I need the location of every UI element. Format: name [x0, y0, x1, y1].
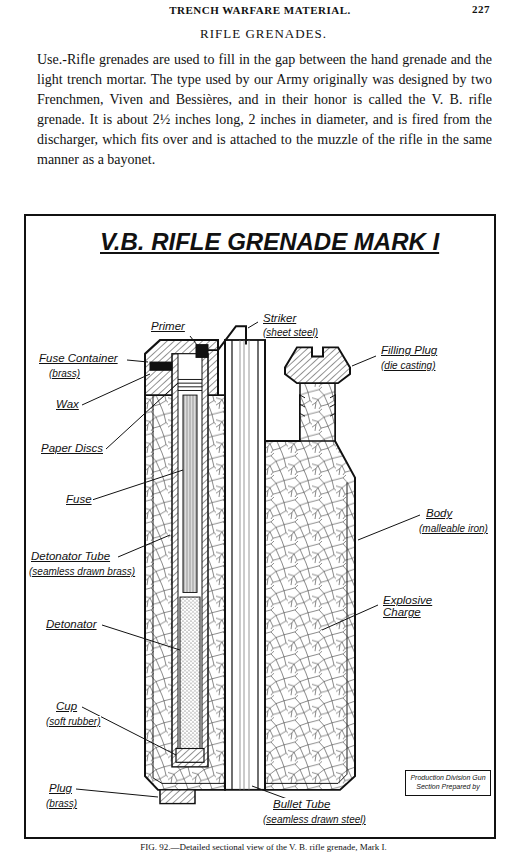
grenade-section — [145, 326, 355, 803]
figure-caption: FIG. 92.—Detailed sectional view of the … — [30, 842, 497, 852]
body-paragraph: Use.-Rifle grenades are used to fill in … — [37, 50, 492, 170]
part-name: Wax — [55, 398, 80, 410]
material-note: (die casting) — [380, 360, 436, 371]
leader-lines — [76, 322, 420, 800]
part-name: Primer — [150, 320, 186, 332]
part-name: Detonator — [45, 618, 98, 630]
part-name: Bullet Tube — [272, 798, 331, 810]
material-note: (sheet steel) — [262, 327, 319, 338]
material-note: (soft rubber) — [45, 716, 101, 727]
running-head: TRENCH WARFARE MATERIAL. — [60, 4, 460, 16]
part-name: Fuse — [65, 493, 93, 505]
material-note: (malleable iron) — [418, 523, 489, 534]
part-name: Explosive Charge — [382, 594, 456, 618]
drawing-stamp: Production Division Gun Section Prepared… — [405, 770, 491, 796]
part-name: Plug — [48, 782, 73, 794]
figure-frame — [25, 215, 495, 838]
material-note: (seamless drawn steel) — [262, 814, 367, 825]
page-number: 227 — [440, 3, 490, 15]
material-note: (brass) — [48, 368, 81, 379]
section-heading: RIFLE GRENADES. — [60, 26, 467, 42]
stamp-text: Production Division Gun Section Prepared… — [409, 773, 487, 791]
figure-title: V.B. RIFLE GRENADE MARK I — [100, 228, 410, 256]
material-note: (seamless drawn brass) — [28, 566, 136, 577]
part-name: Cup — [55, 700, 78, 712]
part-name: Body — [425, 507, 453, 519]
part-name: Detonator Tube — [30, 550, 111, 562]
part-name: Filling Plug — [380, 344, 438, 356]
material-note: (brass) — [45, 798, 78, 809]
part-name: Paper Discs — [40, 442, 104, 454]
part-name: Fuse Container — [38, 352, 119, 364]
part-name: Striker — [262, 312, 297, 324]
